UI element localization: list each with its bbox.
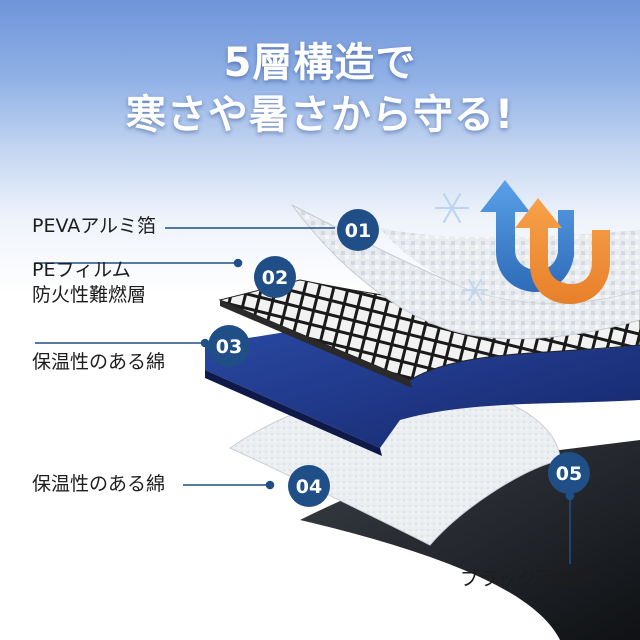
badge-number: 02 bbox=[262, 267, 288, 289]
badge-04: 04 bbox=[288, 465, 330, 507]
layer-05-label: ブラック不織布 bbox=[460, 568, 594, 590]
badge-number: 03 bbox=[216, 336, 242, 358]
layer-04-label: 保温性のある綿 bbox=[32, 473, 166, 495]
layer-02-label-line-2: 防火性難燃層 bbox=[32, 284, 147, 306]
heat-arrow-icon bbox=[515, 198, 610, 304]
layer-01-aluminum-foil bbox=[291, 204, 640, 340]
snowflake-icon bbox=[435, 193, 488, 301]
layer-01-label: PEVAアルミ箔 bbox=[32, 215, 157, 237]
layer-03-label: 保温性のある綿 bbox=[32, 351, 166, 373]
headline-line-1: 5層構造で bbox=[223, 40, 417, 86]
badge-number: 04 bbox=[296, 476, 322, 498]
badge-01: 01 bbox=[337, 209, 379, 251]
headline-line-2: 寒さや暑さから守る! bbox=[125, 92, 515, 138]
badge-02: 02 bbox=[254, 256, 296, 298]
badge-number: 05 bbox=[556, 463, 582, 485]
badge-05: 05 bbox=[548, 452, 590, 494]
cold-arrow-icon bbox=[480, 180, 574, 292]
badge-03: 03 bbox=[208, 325, 250, 367]
badge-number: 01 bbox=[345, 220, 371, 242]
layer-02-label-line-1: PEフィルム bbox=[32, 259, 131, 281]
